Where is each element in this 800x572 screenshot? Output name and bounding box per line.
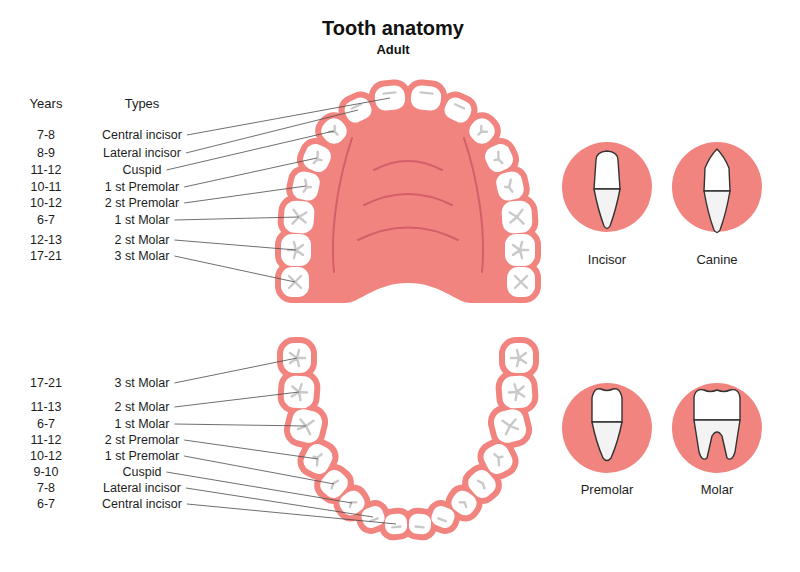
molar-crown — [694, 390, 740, 420]
canine-crown — [704, 149, 730, 191]
tooth-type: Cuspid — [123, 465, 162, 480]
eruption-years: 12-13 — [30, 233, 62, 248]
eruption-years: 11-12 — [30, 163, 61, 178]
tooth-type-circle — [672, 142, 762, 232]
eruption-years: 11-12 — [30, 433, 61, 448]
tooth-type: Lateral incisor — [103, 481, 181, 496]
eruption-years: 7-8 — [37, 481, 55, 496]
leader-line — [184, 186, 306, 203]
lower-teeth — [408, 343, 533, 535]
tooth-type: 3 st Molar — [115, 376, 170, 391]
eruption-years: 11-13 — [30, 400, 61, 415]
eruption-years: 6-7 — [37, 213, 55, 228]
tooth-type: 1 st Premolar — [105, 449, 179, 464]
upper-teeth — [281, 84, 406, 297]
leader-line — [184, 440, 318, 459]
leader-line — [174, 240, 296, 250]
tooth-fissures — [421, 92, 528, 288]
leader-line — [174, 424, 306, 426]
leader-line — [187, 98, 390, 135]
eruption-years: 9-10 — [33, 465, 58, 480]
leader-line — [187, 504, 396, 524]
eruption-years: 10-12 — [30, 196, 62, 211]
tooth-type: Central incisor — [102, 128, 182, 143]
eruption-years: 6-7 — [37, 417, 55, 432]
premolar-root — [592, 422, 622, 461]
eruption-years: 17-21 — [30, 249, 62, 264]
lower-gum — [408, 343, 533, 535]
premolar-crown — [592, 389, 622, 422]
tooth-fissures — [288, 92, 395, 288]
eruption-years: 10-12 — [30, 449, 62, 464]
eruption-years: 10-11 — [30, 180, 61, 195]
tooth-type-circle — [672, 383, 762, 473]
canine-root — [704, 191, 730, 233]
leader-line — [174, 256, 295, 282]
tooth-type-circle — [562, 142, 652, 232]
tooth-type: 2 st Premolar — [105, 433, 179, 448]
leader-line — [166, 131, 334, 170]
tooth-type: Cuspid — [123, 163, 162, 178]
tooth-type: 2 st Molar — [115, 400, 170, 415]
tooth-type: 1 st Molar — [115, 213, 170, 228]
eruption-years: 7-8 — [37, 128, 55, 143]
column-header: Types — [125, 96, 160, 112]
tooth-fissures — [290, 350, 400, 527]
leader-line — [174, 392, 299, 407]
tooth-type: 1 st Molar — [115, 417, 170, 432]
subtitle: Adult — [376, 42, 409, 58]
tooth-type: 2 st Molar — [115, 233, 170, 248]
tooth-type: 1 st Premolar — [105, 180, 179, 195]
diagram-title: Tooth anatomy — [322, 16, 464, 40]
leader-lines — [166, 98, 396, 524]
tooth-type: Lateral incisor — [103, 146, 181, 161]
leader-line — [166, 472, 352, 503]
tooth-type-name: Incisor — [557, 252, 657, 268]
eruption-years: 17-21 — [30, 376, 62, 391]
tooth-type: 2 st Premolar — [105, 196, 179, 211]
tooth-type-name: Premolar — [557, 482, 657, 498]
molar-root — [694, 420, 740, 459]
eruption-years: 6-7 — [37, 497, 55, 512]
tooth-type-circle — [562, 383, 652, 473]
leader-line — [184, 456, 334, 484]
leader-line — [174, 217, 299, 220]
eruption-years: 8-9 — [37, 146, 55, 161]
tooth-type: Central incisor — [102, 497, 182, 512]
leader-line — [184, 158, 317, 187]
column-header: Years — [30, 96, 63, 112]
upper-teeth — [410, 84, 535, 297]
incisor-root — [594, 189, 620, 229]
tooth-type-name: Molar — [667, 482, 767, 498]
tooth-fissures — [416, 350, 526, 527]
incisor-crown — [594, 151, 620, 189]
tooth-type: 3 st Molar — [115, 249, 170, 264]
palate-ridges — [333, 138, 483, 272]
leader-line — [174, 358, 297, 383]
tooth-type-name: Canine — [667, 252, 767, 268]
